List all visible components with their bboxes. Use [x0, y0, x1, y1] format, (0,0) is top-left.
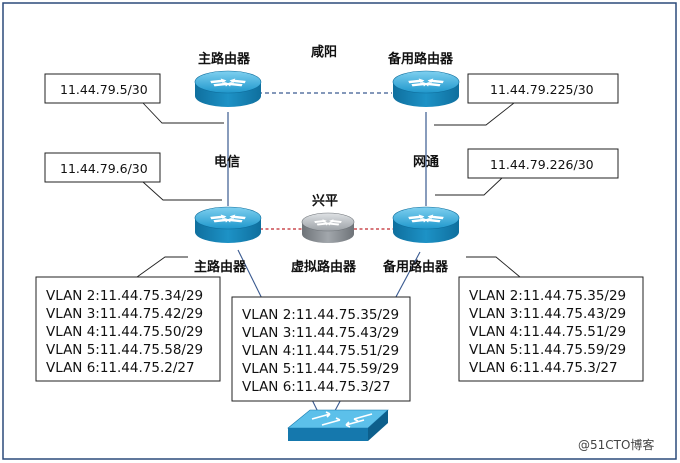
vlan-entry: VLAN 2:11.44.75.35/29 — [469, 288, 626, 304]
watermark: @51CTO博客 — [578, 437, 654, 452]
ip-bottom-right: 11.44.79.226/30 — [490, 157, 594, 172]
vlan-entry: VLAN 5:11.44.75.59/29 — [242, 361, 399, 377]
vlan-entry: VLAN 4:11.44.75.51/29 — [469, 324, 626, 340]
callout-top-right — [434, 102, 515, 126]
vlan-entry: VLAN 3:11.44.75.42/29 — [46, 306, 203, 322]
ip-box-top-right — [467, 73, 619, 104]
vlan-entry: VLAN 6:11.44.75.2/27 — [46, 360, 195, 376]
vlan-entry: VLAN 5:11.44.75.59/29 — [469, 342, 626, 358]
vlan-entry: VLAN 6:11.44.75.3/27 — [242, 379, 391, 395]
router-top-main-icon — [194, 70, 262, 107]
ip-box-bottom-left — [44, 152, 161, 183]
ip-top-left: 11.44.79.5/30 — [60, 82, 148, 97]
label-top-backup-router: 备用路由器 — [387, 51, 454, 67]
vlan-entry: VLAN 2:11.44.75.35/29 — [242, 307, 399, 323]
router-bottom-backup-icon — [392, 206, 460, 243]
callout-bottom-right — [435, 177, 503, 196]
label-isp-left: 电信 — [214, 154, 240, 170]
vlan-box-backup — [458, 276, 644, 382]
ip-bottom-left: 11.44.79.6/30 — [60, 161, 148, 176]
ip-box-bottom-right — [467, 148, 619, 179]
vlan-entry: VLAN 3:11.44.75.43/29 — [242, 325, 399, 341]
ip-top-right: 11.44.79.225/30 — [490, 82, 594, 97]
vlan-entry: VLAN 2:11.44.75.34/29 — [46, 288, 203, 304]
virtual-router-icon — [301, 212, 355, 243]
label-bottom-main-router: 主路由器 — [194, 259, 247, 275]
switch-icon — [287, 409, 389, 441]
callout-vlan-backup — [466, 256, 521, 278]
label-isp-right: 网通 — [413, 154, 439, 170]
label-top-city: 咸阳 — [311, 44, 337, 60]
vlan-entry: VLAN 4:11.44.75.51/29 — [242, 343, 399, 359]
label-top-main-router: 主路由器 — [198, 51, 251, 67]
router-bottom-main-icon — [194, 206, 262, 243]
vlan-box-main — [35, 276, 221, 382]
ip-box-top-left — [44, 73, 161, 104]
router-top-backup-icon — [392, 70, 460, 107]
vlan-entry: VLAN 3:11.44.75.43/29 — [469, 306, 626, 322]
vlan-entry: VLAN 4:11.44.75.50/29 — [46, 324, 203, 340]
vlan-box-virtual — [231, 296, 411, 402]
callout-bottom-left — [142, 181, 222, 201]
label-bottom-backup-router: 备用路由器 — [382, 259, 449, 275]
vlan-entry: VLAN 5:11.44.75.58/29 — [46, 342, 203, 358]
callout-top-left — [142, 102, 224, 124]
vlan-entry: VLAN 6:11.44.75.3/27 — [469, 360, 618, 376]
callout-vlan-main — [136, 256, 188, 278]
label-bottom-city: 兴平 — [312, 193, 338, 209]
label-virtual-router: 虚拟路由器 — [291, 259, 357, 275]
